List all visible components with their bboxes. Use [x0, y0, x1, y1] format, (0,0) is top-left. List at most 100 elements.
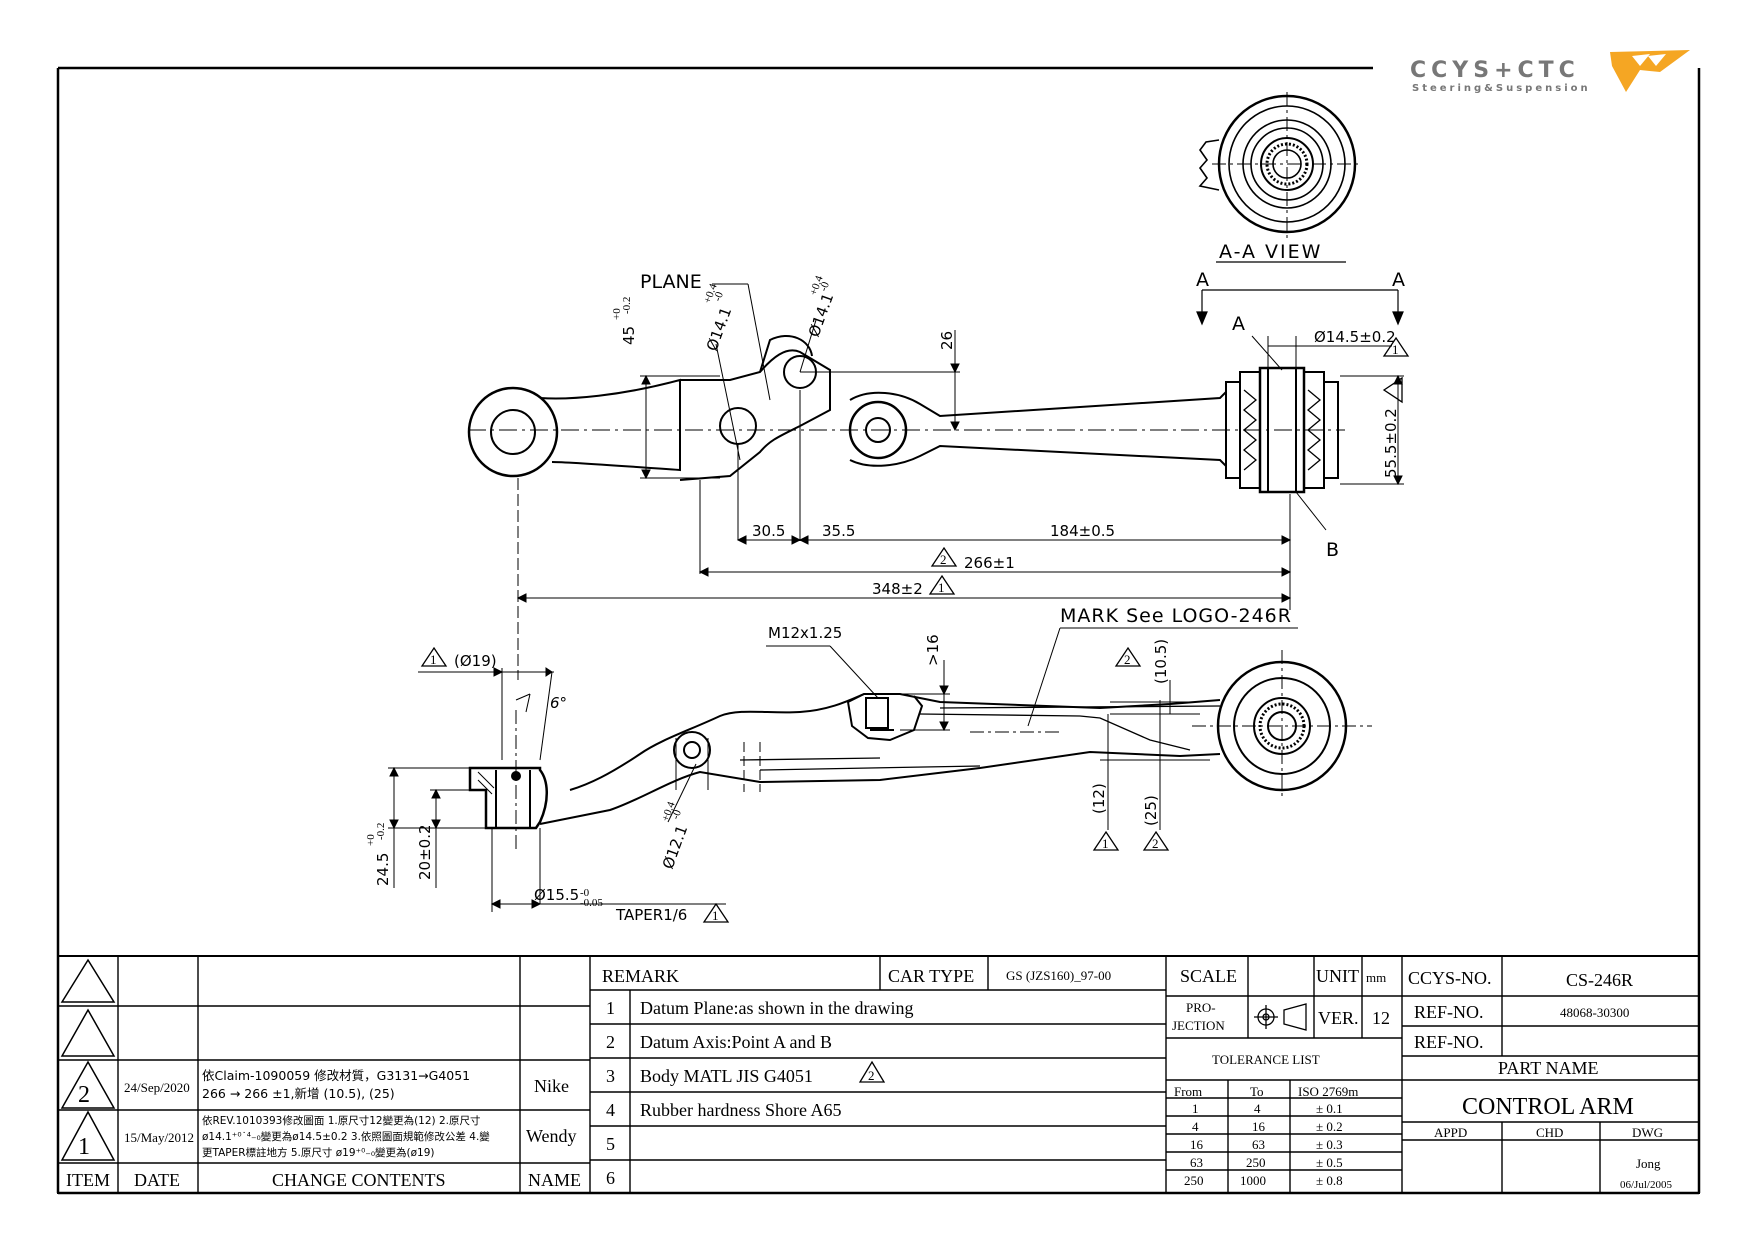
svg-text:3: 3 — [606, 1066, 615, 1086]
svg-text:CAR TYPE: CAR TYPE — [888, 966, 974, 986]
side-view-dimensions — [388, 627, 1298, 912]
svg-text:6°: 6° — [550, 694, 567, 712]
svg-text:Ø14.1: Ø14.1 — [703, 305, 735, 354]
svg-text:2: 2 — [78, 1082, 90, 1108]
svg-text:(Ø19): (Ø19) — [454, 652, 497, 670]
plane-label: PLANE — [640, 271, 702, 293]
svg-text:30.5: 30.5 — [752, 522, 785, 540]
side-view-labels: (Ø19) 6° M12x1.25 >16 MARK See LOGO-246R… — [365, 605, 1292, 924]
svg-text:Wendy: Wendy — [526, 1126, 577, 1146]
point-b-label: B — [1326, 539, 1339, 561]
svg-text:26: 26 — [938, 331, 956, 350]
svg-text:1: 1 — [1392, 342, 1399, 357]
svg-text:CHANGE CONTENTS: CHANGE CONTENTS — [272, 1170, 446, 1190]
svg-text:1: 1 — [1102, 836, 1109, 851]
svg-text:1000: 1000 — [1240, 1173, 1266, 1188]
projection-symbol — [1254, 1003, 1307, 1031]
svg-text:SCALE: SCALE — [1180, 966, 1237, 986]
remark-3-revision-marker: 2 — [858, 1060, 886, 1083]
svg-text:更TAPER標註地方 5.原尺寸 ø19⁺⁰₋₀變更為(ø1: 更TAPER標註地方 5.原尺寸 ø19⁺⁰₋₀變更為(ø19) — [202, 1146, 435, 1159]
svg-text:1: 1 — [1192, 1101, 1199, 1116]
svg-text:VER.: VER. — [1318, 1008, 1359, 1028]
svg-text:PRO-: PRO- — [1186, 1000, 1216, 1015]
svg-text:ITEM: ITEM — [66, 1170, 110, 1190]
svg-text:2: 2 — [1152, 836, 1159, 851]
svg-text:依REV.1010393修改圖面 1.原尺寸12變更為(12: 依REV.1010393修改圖面 1.原尺寸12變更為(12) 2.原尺寸 — [202, 1114, 481, 1127]
svg-text:CHD: CHD — [1536, 1125, 1563, 1140]
section-markers: A A — [1196, 269, 1405, 326]
svg-text:2: 2 — [868, 1068, 875, 1083]
svg-text:55.5±0.2: 55.5±0.2 — [1382, 408, 1400, 478]
svg-text:20±0.2: 20±0.2 — [416, 824, 434, 880]
svg-text:DATE: DATE — [134, 1170, 180, 1190]
svg-text:ISO 2769m: ISO 2769m — [1298, 1084, 1358, 1099]
svg-text:GS (JZS160)_97-00: GS (JZS160)_97-00 — [1006, 968, 1111, 983]
revision-triangles-side — [420, 646, 1170, 923]
svg-text:依Claim-1090059 修改材質，G3131→G405: 依Claim-1090059 修改材質，G3131→G4051 — [202, 1068, 470, 1083]
svg-text:± 0.1: ± 0.1 — [1316, 1101, 1343, 1116]
svg-text:63: 63 — [1190, 1155, 1203, 1170]
svg-text:1: 1 — [606, 998, 615, 1018]
svg-text:REF-NO.: REF-NO. — [1414, 1032, 1484, 1052]
svg-text:-0.05: -0.05 — [580, 897, 603, 909]
svg-text:Ø15.5: Ø15.5 — [534, 886, 579, 904]
svg-text:266±1: 266±1 — [964, 554, 1015, 572]
svg-text:REMARK: REMARK — [602, 966, 679, 986]
svg-text:45: 45 — [620, 326, 638, 345]
svg-text:12: 12 — [1372, 1008, 1390, 1028]
svg-text:16: 16 — [1252, 1119, 1266, 1134]
mark-label: MARK See LOGO-246R — [1060, 605, 1292, 627]
svg-text:CONTROL ARM: CONTROL ARM — [1462, 1094, 1634, 1120]
svg-text:± 0.2: ± 0.2 — [1316, 1119, 1343, 1134]
svg-text:ø14.1⁺⁰˙⁴₋₀變更為ø14.5±0.2 3.依照圖面: ø14.1⁺⁰˙⁴₋₀變更為ø14.5±0.2 3.依照圖面規範修改公差 4.變 — [202, 1130, 490, 1143]
svg-text:1: 1 — [430, 652, 437, 667]
svg-text:16: 16 — [1190, 1137, 1204, 1152]
company-logo: CCYS+CTC Steering&Suspension — [1410, 50, 1690, 94]
revision-triangles-top — [928, 336, 1410, 595]
svg-text:6: 6 — [606, 1168, 615, 1188]
svg-text:24/Sep/2020: 24/Sep/2020 — [124, 1080, 190, 1095]
point-a-label: A — [1232, 313, 1245, 335]
svg-text:Ø12.1: Ø12.1 — [659, 823, 691, 872]
svg-text:To: To — [1250, 1084, 1264, 1099]
svg-text:± 0.3: ± 0.3 — [1316, 1137, 1343, 1152]
svg-text:5: 5 — [606, 1134, 615, 1154]
scale-and-tolerance: SCALE UNIT mm PRO- JECTION VER. 12 TOLER… — [1172, 966, 1390, 1188]
revision-item-markers — [60, 958, 116, 1161]
svg-text:± 0.5: ± 0.5 — [1316, 1155, 1343, 1170]
title-block-grid — [57, 955, 1700, 1194]
aa-section-view: A-A VIEW — [1198, 92, 1362, 263]
remarks-table: REMARK CAR TYPE GS (JZS160)_97-00 1 Datu… — [602, 966, 1111, 1188]
svg-text:184±0.5: 184±0.5 — [1050, 522, 1115, 540]
svg-text:Body MATL JIS G4051: Body MATL JIS G4051 — [640, 1066, 813, 1086]
part-info: CCYS-NO. CS-246R REF-NO. 48068-30300 REF… — [1408, 968, 1672, 1191]
svg-text:250: 250 — [1246, 1155, 1266, 1170]
svg-text:APPD: APPD — [1434, 1125, 1467, 1140]
svg-text:From: From — [1174, 1084, 1202, 1099]
svg-text:Ø14.1: Ø14.1 — [805, 291, 837, 340]
svg-text:4: 4 — [1192, 1119, 1199, 1134]
svg-text:2: 2 — [1124, 652, 1131, 667]
svg-text:JECTION: JECTION — [1172, 1018, 1225, 1033]
svg-text:PART NAME: PART NAME — [1498, 1058, 1598, 1078]
svg-text:TOLERANCE LIST: TOLERANCE LIST — [1212, 1052, 1320, 1067]
svg-text:Datum Axis:Point A and B: Datum Axis:Point A and B — [640, 1032, 832, 1052]
svg-text:DWG: DWG — [1632, 1125, 1663, 1140]
svg-text:Datum Plane:as shown in the dr: Datum Plane:as shown in the drawing — [640, 998, 913, 1018]
svg-text:348±2: 348±2 — [872, 580, 923, 598]
svg-text:+0: +0 — [611, 308, 623, 320]
svg-text:250: 250 — [1184, 1173, 1204, 1188]
svg-text:A: A — [1392, 269, 1405, 291]
svg-text:NAME: NAME — [528, 1170, 581, 1190]
svg-text:REF-NO.: REF-NO. — [1414, 1002, 1484, 1022]
svg-text:Ø14.5±0.2: Ø14.5±0.2 — [1314, 328, 1396, 346]
svg-text:266 → 266 ±1,新增 (10.5), (25): 266 → 266 ±1,新增 (10.5), (25) — [202, 1086, 395, 1101]
top-view-dimensions — [516, 283, 1404, 680]
svg-text:1: 1 — [78, 1134, 90, 1160]
svg-text:-0.2: -0.2 — [375, 823, 387, 840]
revision-table: 2 24/Sep/2020 依Claim-1090059 修改材質，G3131→… — [66, 1068, 581, 1190]
svg-text:-0: -0 — [580, 887, 590, 899]
svg-text:Steering&Suspension: Steering&Suspension — [1412, 83, 1591, 94]
svg-text:M12x1.25: M12x1.25 — [768, 624, 842, 642]
